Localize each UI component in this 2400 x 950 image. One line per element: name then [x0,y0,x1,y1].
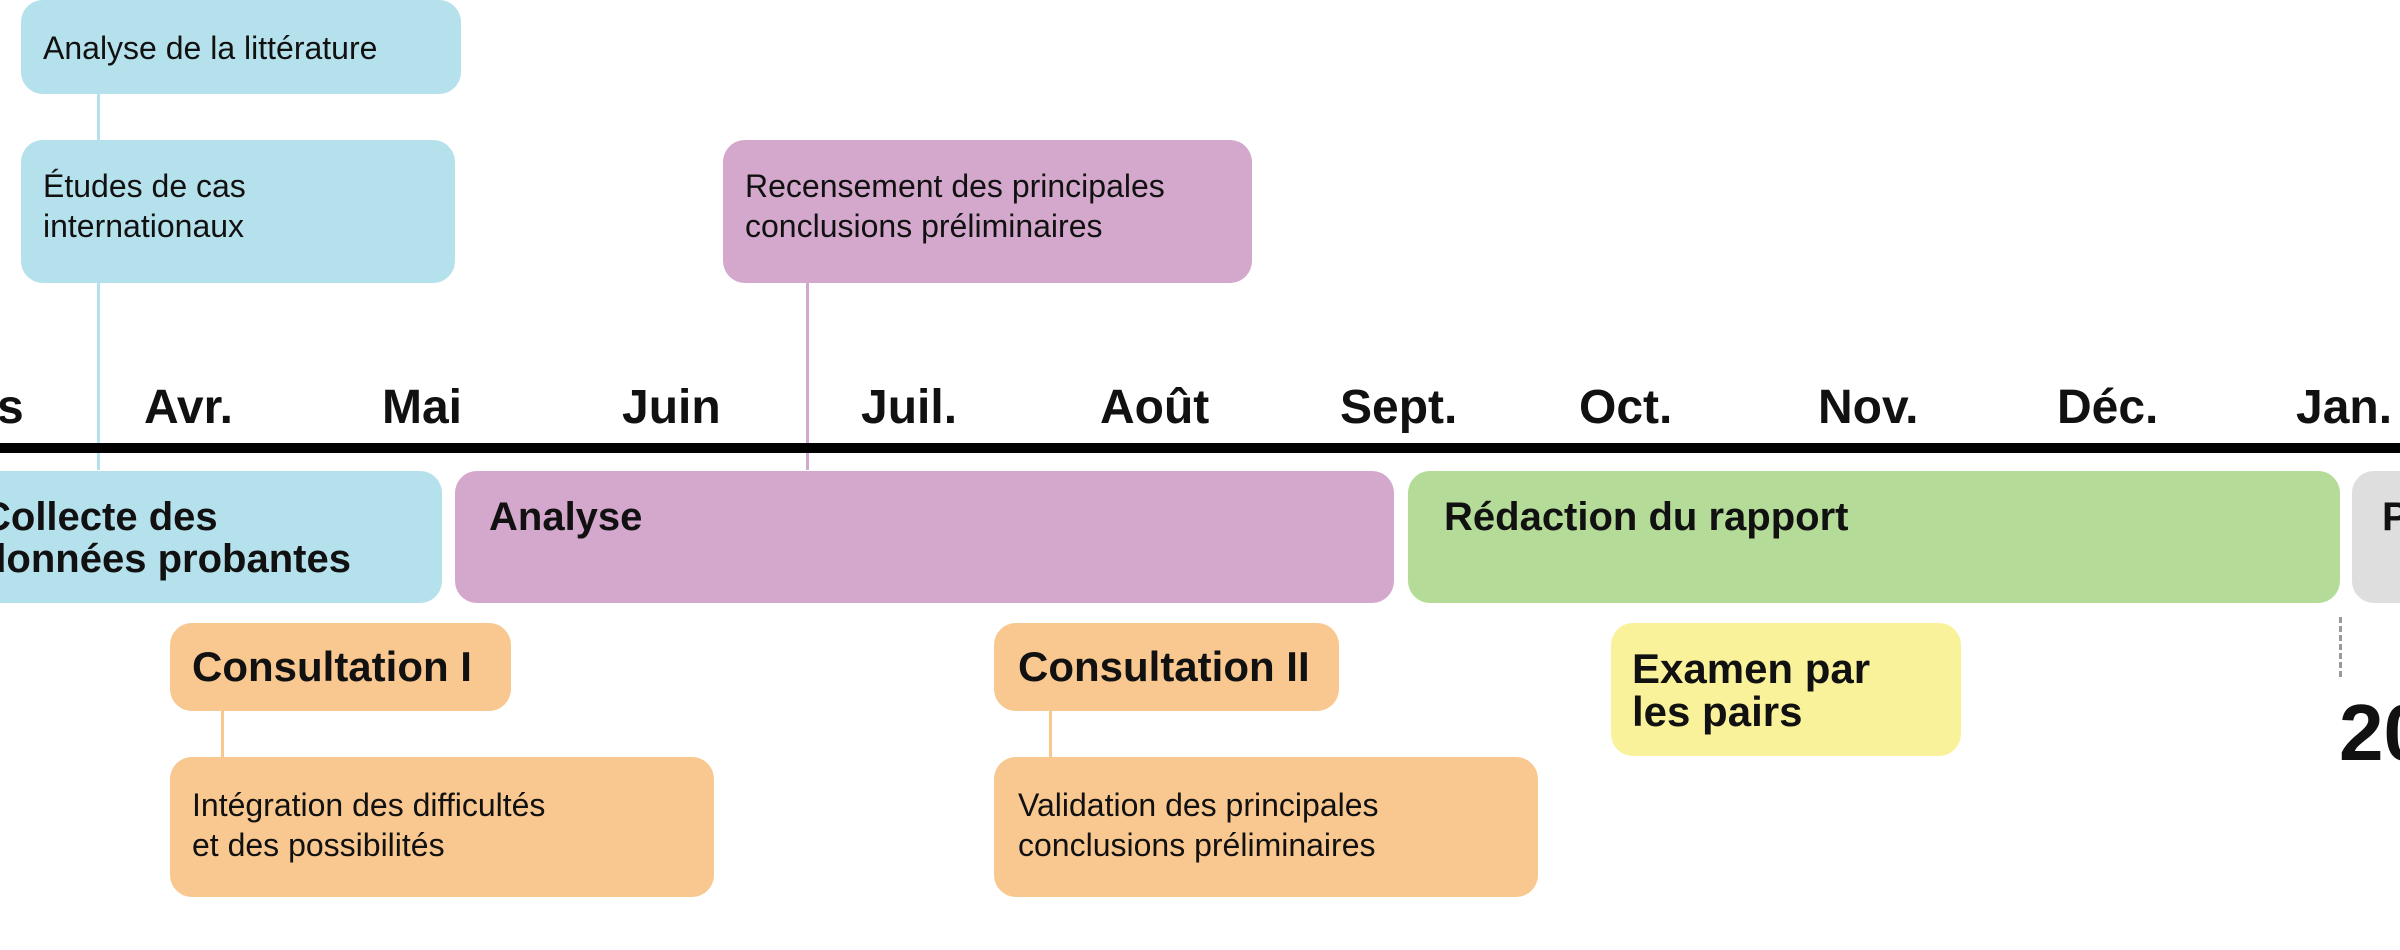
month-label-aout: Août [1100,381,1210,434]
month-label-mai: Mai [382,381,463,434]
month-label-oct: Oct. [1579,381,1673,434]
consultation-1-detail-label: Intégration des difficultés et des possi… [192,787,546,863]
dashed-marker [2339,617,2342,677]
phase-report-writing: Rédaction du rapport [1408,471,2340,603]
phase-analysis: Analyse [455,471,1394,603]
month-label-sept: Sept. [1340,381,1458,434]
consultation-1-detail: Intégration des difficultés et des possi… [170,757,714,897]
month-label-nov: Nov. [1818,381,1919,434]
connector-line-recensement [806,280,809,470]
month-label-juil: Juil. [861,381,958,434]
task-international-case-studies-label: Études de cas internationaux [43,168,246,244]
task-literature-review: Analyse de la littérature [21,0,461,94]
task-literature-review-label: Analyse de la littérature [43,30,378,66]
task-preliminary-findings-inventory-label: Recensement des principales conclusions … [745,168,1165,244]
peer-review-label: Examen par les pairs [1632,645,1871,735]
consultation-2-label: Consultation II [1018,643,1310,690]
year-label: 20 [2339,688,2400,777]
connector-line-consultation-1 [221,705,224,763]
phase-next-label: P [2382,495,2400,539]
month-label-dec: Déc. [2057,381,2159,434]
phase-evidence-collection: Collecte des données probantes [0,471,442,603]
consultation-2-detail-label: Validation des principales conclusions p… [1018,787,1379,863]
peer-review: Examen par les pairs [1611,623,1961,756]
month-label-mars: s [0,381,24,434]
phase-analysis-label: Analyse [489,495,643,539]
consultation-1: Consultation I [170,623,511,711]
consultation-2: Consultation II [994,623,1339,711]
task-preliminary-findings-inventory: Recensement des principales conclusions … [723,140,1252,283]
phase-report-writing-label: Rédaction du rapport [1444,495,1849,539]
month-label-jan: Jan. [2296,381,2393,434]
consultation-1-label: Consultation I [192,643,472,690]
phase-next: P [2352,471,2400,603]
phase-evidence-collection-label: Collecte des données probantes [0,495,351,581]
month-label-juin: Juin [622,381,721,434]
task-international-case-studies: Études de cas internationaux [21,140,455,283]
timeline-axis [0,443,2400,453]
month-label-avr: Avr. [144,381,233,434]
connector-line-consultation-2 [1049,705,1052,763]
consultation-2-detail: Validation des principales conclusions p… [994,757,1538,897]
